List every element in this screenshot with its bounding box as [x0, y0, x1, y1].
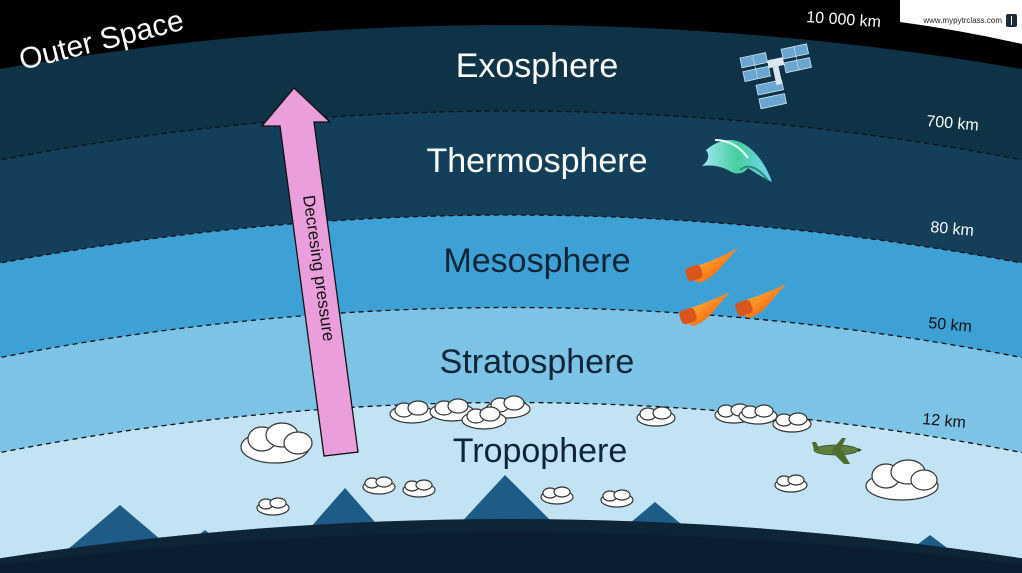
boundary-exo-thermo	[0, 110, 1022, 161]
cloud-icon	[636, 406, 676, 427]
altitude-label-12: 12 km	[922, 411, 967, 432]
altitude-label-700: 700 km	[926, 113, 980, 135]
boundary-lines	[0, 110, 1022, 454]
cloud-icon	[772, 412, 812, 433]
boundary-thermo-meso	[0, 214, 1022, 264]
aurora-icon	[702, 139, 772, 182]
cloud-icon	[540, 486, 574, 505]
meteor-icon	[679, 292, 730, 326]
meteor-icon	[685, 248, 738, 283]
earth-surface	[0, 532, 1022, 573]
altitude-label-top: 10 000 km	[806, 9, 882, 31]
stratosphere-label: Stratosphere	[440, 343, 635, 381]
meteor-icon	[735, 284, 786, 318]
mesosphere-label: Mesosphere	[443, 242, 630, 280]
cloud-icon	[240, 422, 313, 464]
altitude-label-50: 50 km	[928, 315, 973, 336]
troposphere-label: Tropophere	[453, 432, 628, 470]
altitude-label-80: 80 km	[930, 219, 975, 240]
thermosphere-label: Thermosphere	[426, 142, 647, 180]
cloud-icon	[600, 489, 634, 508]
watermark-text: www.mypytrclass.com	[923, 16, 1002, 25]
cloud-icon	[389, 400, 435, 424]
cloud-icon	[461, 406, 507, 430]
cloud-icon	[774, 474, 808, 493]
cloud-icon	[362, 476, 396, 495]
boundary-meso-strato	[0, 306, 1022, 359]
cloud-icon	[738, 404, 778, 425]
boundary-strato-tropo	[0, 401, 1022, 454]
exosphere-label: Exosphere	[456, 47, 619, 85]
airplane-icon	[812, 438, 862, 464]
space-station-icon	[739, 43, 812, 110]
cloud-icon	[865, 459, 939, 501]
watermark-logo-icon	[1006, 14, 1017, 27]
cloud-icon	[256, 497, 290, 516]
pressure-arrow	[260, 87, 359, 457]
cloud-icon	[240, 395, 939, 516]
cloud-icon	[402, 479, 436, 498]
